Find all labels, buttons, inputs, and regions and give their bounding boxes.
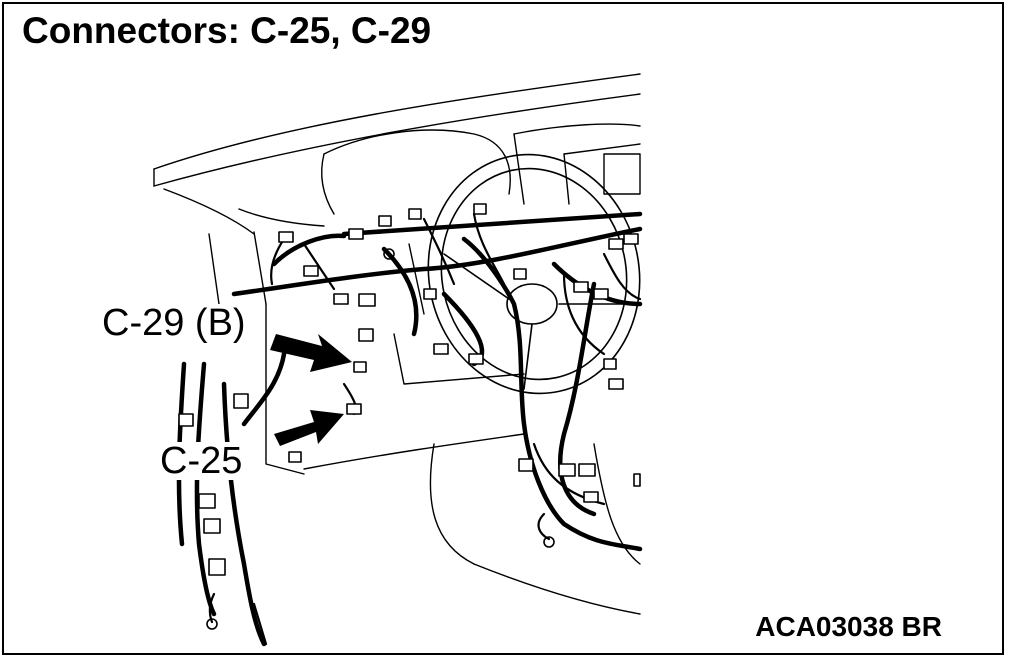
figure-id: ACA03038 BR [755, 611, 942, 642]
callout-label-c29: C-29 (B) [98, 304, 250, 342]
pointer-arrows [270, 334, 352, 446]
wiring-harness [176, 211, 643, 647]
arrow-c29 [270, 334, 352, 372]
wiring-branches [208, 212, 642, 646]
ground-terminals [206, 248, 555, 630]
callout-label-c25: C-25 [156, 442, 247, 480]
connector-blocks [178, 203, 641, 576]
dashboard-outline [153, 73, 641, 615]
steering-wheel [427, 153, 641, 395]
arrow-c25 [274, 410, 344, 446]
diagram-title: Connectors: C-25, C-29 [22, 10, 432, 51]
